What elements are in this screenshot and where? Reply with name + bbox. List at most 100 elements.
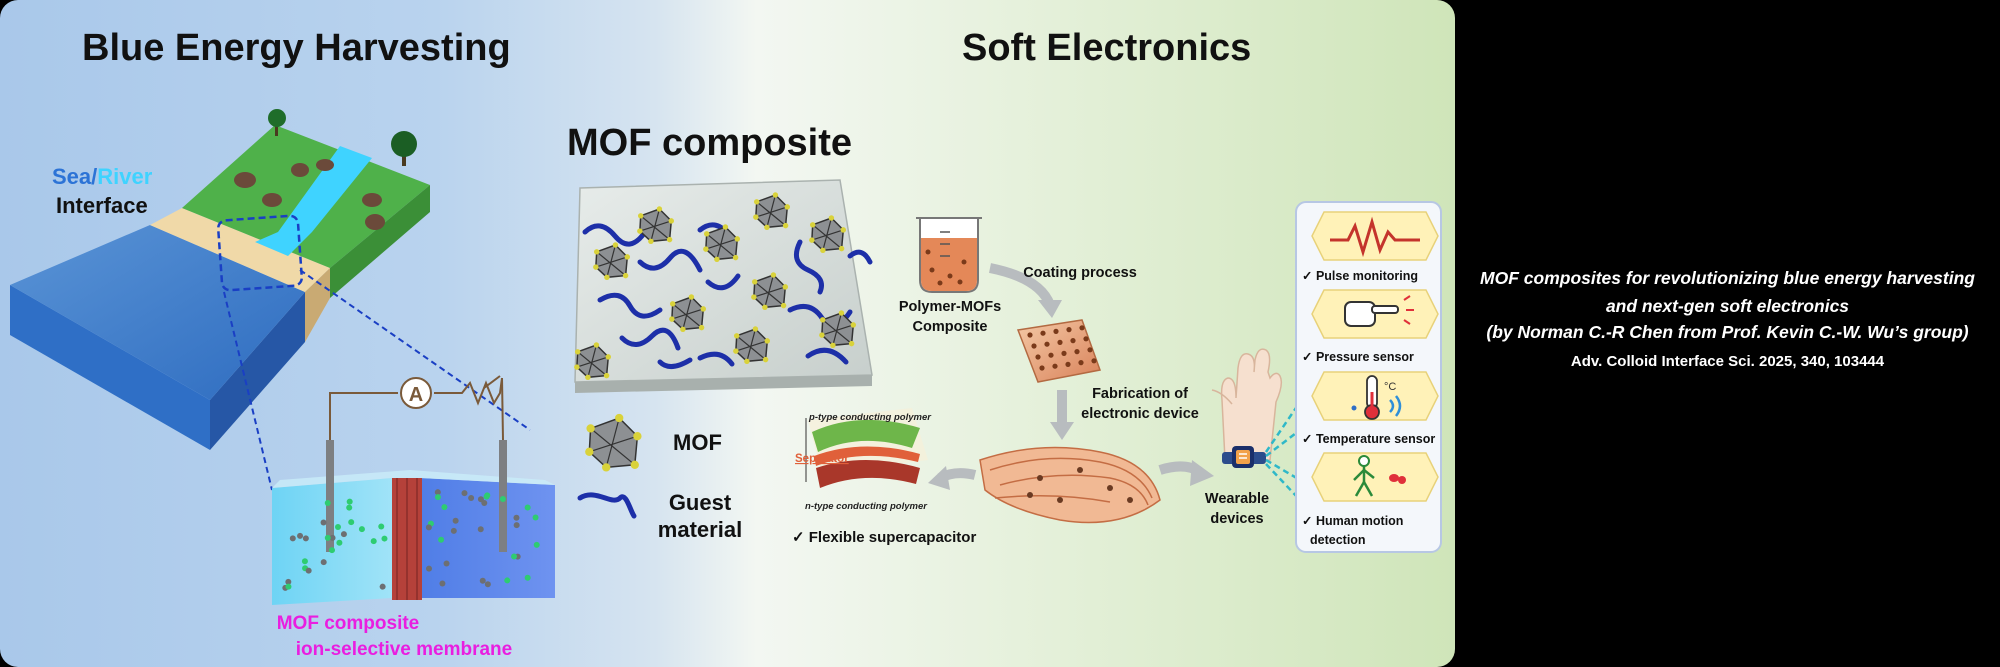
- mof-edge: [766, 194, 776, 228]
- film-dot: [1074, 349, 1080, 355]
- wearable-arrow-head: [1190, 460, 1214, 486]
- diagram-svg: Blue Energy Harvesting Soft Electronics …: [10, 27, 1442, 660]
- caption-line-1: MOF composites for revolutionizing blue …: [1480, 268, 1975, 288]
- finger-press-icon: [1344, 295, 1414, 327]
- ion: [426, 565, 433, 572]
- rock: [362, 193, 382, 207]
- ion: [434, 494, 441, 501]
- mof-node: [772, 192, 779, 198]
- film-dot: [1079, 325, 1085, 331]
- ion: [434, 489, 441, 496]
- mof-node: [714, 256, 720, 263]
- guest-chain: [657, 357, 693, 369]
- thermometer-icon: [1351, 375, 1402, 420]
- guest-chain: [637, 248, 703, 273]
- film-dot: [1053, 328, 1059, 334]
- mof-edge: [812, 224, 842, 250]
- film-dot: [1048, 352, 1054, 358]
- film-dot: [1065, 361, 1071, 367]
- mof-node: [700, 306, 707, 312]
- celsius-label: °C: [1384, 381, 1396, 393]
- supercapacitor-icon: [805, 408, 928, 488]
- zoom-line-right: [299, 269, 531, 431]
- mof-node: [753, 214, 759, 220]
- ion: [425, 524, 432, 531]
- ion: [439, 580, 446, 587]
- hand-icon: [1211, 348, 1283, 461]
- mof-crystal: [819, 310, 857, 349]
- mof-node: [624, 254, 631, 260]
- guest-chain: [793, 239, 824, 295]
- film-dot: [1066, 327, 1072, 333]
- mof-node: [603, 372, 610, 379]
- mof-node: [574, 364, 580, 370]
- mof-node: [770, 272, 777, 278]
- heading-blue-energy: Blue Energy Harvesting: [82, 27, 511, 69]
- mof-node: [751, 294, 757, 300]
- mof-crystal: [703, 224, 741, 263]
- composite-label-2: Composite: [913, 319, 988, 335]
- ammeter-icon: [400, 377, 432, 409]
- coating-label: Coating process: [1023, 265, 1137, 281]
- legend: MOF Guest material: [577, 413, 742, 542]
- circuit-wire: [329, 392, 398, 440]
- coated-film: [1016, 319, 1102, 383]
- membrane-label-line1: MOF composite: [277, 613, 420, 634]
- film-dot: [1052, 363, 1058, 369]
- ion: [441, 504, 448, 511]
- human-motion-icon: [1353, 455, 1406, 497]
- mof-node: [656, 206, 663, 212]
- ion: [479, 577, 486, 584]
- applications-panel: ✓ Pulse monitoring ✓ Pressure sensor: [1295, 201, 1442, 553]
- mof-node: [680, 326, 686, 333]
- rock: [365, 214, 385, 230]
- ion: [378, 523, 385, 530]
- ion: [452, 517, 459, 524]
- ion: [305, 567, 312, 574]
- ion: [324, 534, 331, 541]
- mof-node: [733, 333, 740, 339]
- film-dot: [1057, 339, 1063, 345]
- motion-hexagon: [1311, 452, 1439, 502]
- right-chamber: [420, 478, 555, 598]
- separator-label: Separator: [795, 453, 849, 465]
- membrane-label-line2: ion-selective membrane: [296, 639, 512, 660]
- tree-icon: [391, 131, 417, 157]
- heading-mof-composite: MOF composite: [567, 122, 852, 164]
- ion: [301, 558, 308, 565]
- ion: [450, 527, 457, 534]
- mof-node: [648, 238, 654, 245]
- mof-edge: [753, 286, 786, 298]
- mof-edge: [650, 208, 660, 242]
- caption-line-2: and next-gen soft electronics: [1605, 296, 1850, 316]
- mof-crystal: [809, 215, 847, 254]
- caption-panel: MOF composites for revolutionizing blue …: [1455, 0, 2000, 667]
- mof-edge: [716, 226, 726, 260]
- mof-node: [784, 204, 791, 210]
- mof-node: [622, 272, 629, 279]
- mof-edge: [822, 217, 832, 251]
- ion: [289, 535, 296, 542]
- ion: [320, 559, 327, 566]
- film-dot: [1027, 332, 1033, 338]
- rock: [262, 193, 282, 207]
- p-type-label: p-type conducting polymer: [808, 412, 932, 423]
- ion: [443, 560, 450, 567]
- sea-front-face: [210, 292, 305, 450]
- mof-node: [840, 227, 847, 233]
- mof-diagram-panel: Blue Energy Harvesting Soft Electronics …: [0, 0, 1455, 667]
- mof-crystals: [574, 192, 857, 381]
- sand-beach: [150, 208, 330, 292]
- ion: [504, 577, 511, 584]
- mof-crystal: [574, 342, 612, 381]
- mof-node: [585, 374, 591, 381]
- ion: [285, 583, 292, 590]
- n-type-label: n-type conducting polymer: [805, 501, 928, 512]
- mof-node: [593, 342, 600, 348]
- beaker-icon: [916, 217, 982, 293]
- mof-crystal: [751, 272, 789, 311]
- sea-surface: [10, 225, 305, 400]
- legend-guest-icon: [577, 492, 637, 519]
- river-word: River: [97, 164, 152, 189]
- mof-node: [819, 332, 825, 338]
